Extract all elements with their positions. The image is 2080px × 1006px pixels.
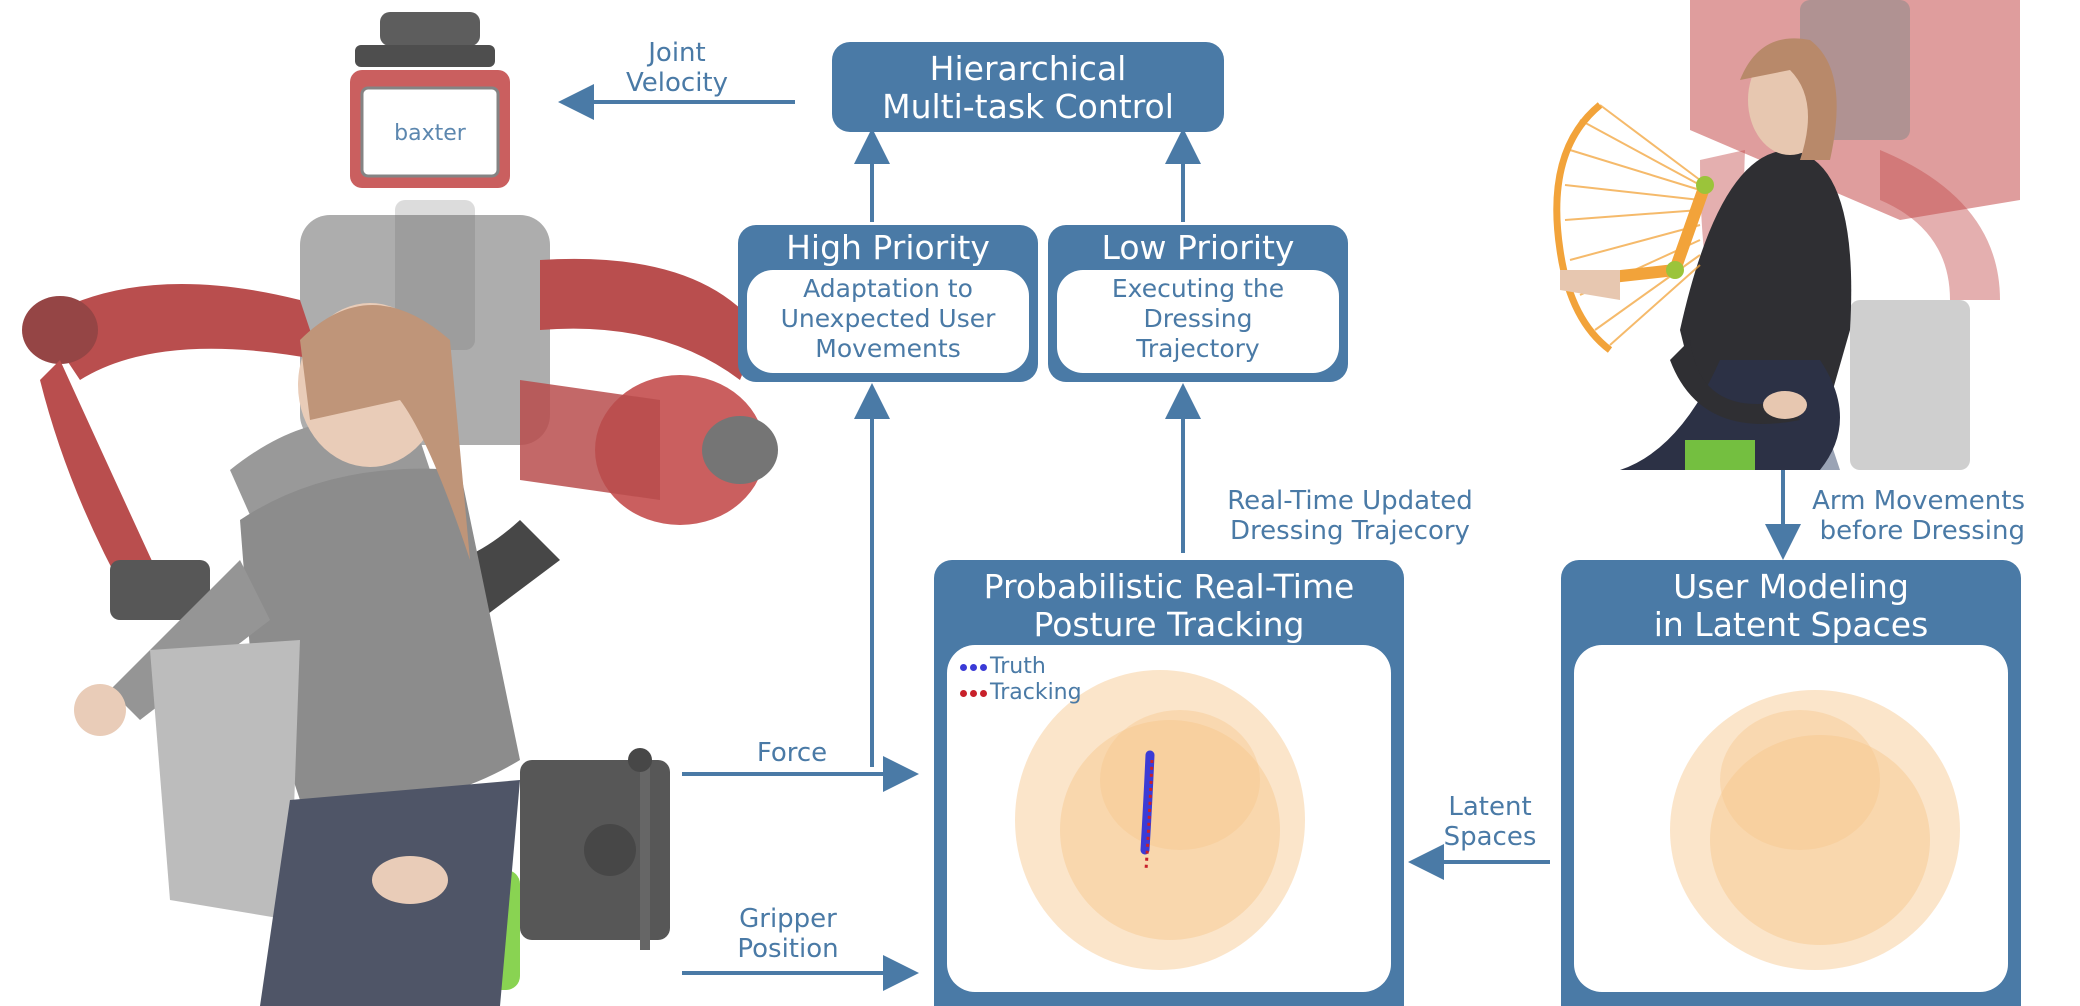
legend-truth: Truth xyxy=(960,654,1046,680)
latent-spaces-label: Latent Spaces xyxy=(1420,792,1560,852)
tracking-marker xyxy=(970,689,977,697)
arm-movements-line: before Dressing xyxy=(1819,516,2025,546)
realtime-trajectory-line: Dressing Trajecory xyxy=(1230,516,1470,546)
truth-marker xyxy=(960,663,967,671)
realtime-trajectory-line: Real-Time Updated xyxy=(1227,486,1473,516)
low-priority-line: Executing the xyxy=(1111,274,1285,303)
hierarchical-control-line1: Hierarchical xyxy=(929,49,1127,88)
legend-tracking-label: Tracking xyxy=(990,680,1082,705)
low-priority-title: Low Priority xyxy=(1101,228,1295,267)
posture-tracking-line1: Probabilistic Real-Time xyxy=(983,567,1355,606)
low-priority-content: Executing the Dressing Trajectory xyxy=(1057,270,1339,373)
high-priority-title: High Priority xyxy=(786,228,990,267)
tracking-plot-background xyxy=(947,645,1391,992)
user-modeling-line2: in Latent Spaces xyxy=(1653,605,1929,644)
right-user-photo xyxy=(1553,0,2025,470)
legend-truth-label: Truth xyxy=(990,654,1046,679)
truth-marker xyxy=(970,663,977,671)
realtime-trajectory-label: Real-Time Updated Dressing Trajecory xyxy=(1210,486,1490,546)
hierarchical-control-line2: Multi-task Control xyxy=(882,87,1174,126)
latent-scatter-cloud xyxy=(1670,690,1960,970)
latent-spaces-line: Latent xyxy=(1448,792,1532,822)
force-label: Force xyxy=(756,738,828,768)
posture-tracking-line2: Posture Tracking xyxy=(1033,605,1305,644)
robot-screen-text: baxter xyxy=(394,121,467,146)
high-priority-content: Adaptation to Unexpected User Movements xyxy=(747,270,1029,373)
high-priority-line: Movements xyxy=(815,334,961,363)
high-priority-box: High Priority Adaptation to Unexpected U… xyxy=(738,225,1038,382)
low-priority-line: Dressing xyxy=(1143,304,1253,333)
latent-plot-background xyxy=(1574,645,2008,992)
gripper-position-line: Position xyxy=(737,934,839,964)
left-robot-photo: baxter xyxy=(0,0,800,1006)
low-priority-box: Low Priority Executing the Dressing Traj… xyxy=(1048,225,1348,382)
arm-movements-label: Arm Movements before Dressing xyxy=(1800,486,2025,546)
gripper-position-line: Gripper xyxy=(739,904,837,934)
legend-tracking: Tracking xyxy=(960,680,1082,706)
latent-spaces-line: Spaces xyxy=(1443,822,1537,852)
tracking-marker xyxy=(960,689,967,697)
joint-velocity-line: Joint xyxy=(648,38,706,68)
high-priority-line: Unexpected User xyxy=(780,304,996,333)
high-priority-line: Adaptation to xyxy=(803,274,973,303)
arm-movements-line: Arm Movements xyxy=(1812,486,2025,516)
hierarchical-control-box: Hierarchical Multi-task Control xyxy=(832,42,1224,132)
low-priority-line: Trajectory xyxy=(1136,334,1260,363)
joint-velocity-line: Velocity xyxy=(626,68,728,98)
truth-marker xyxy=(980,663,987,671)
tracking-scatter-cloud xyxy=(1015,670,1305,970)
tracking-marker xyxy=(980,689,987,697)
truth-trajectory xyxy=(1140,750,1155,855)
joint-velocity-label: Joint Velocity xyxy=(612,38,742,98)
gripper-position-label: Gripper Position xyxy=(718,904,858,964)
user-modeling-line1: User Modeling xyxy=(1673,567,1909,606)
